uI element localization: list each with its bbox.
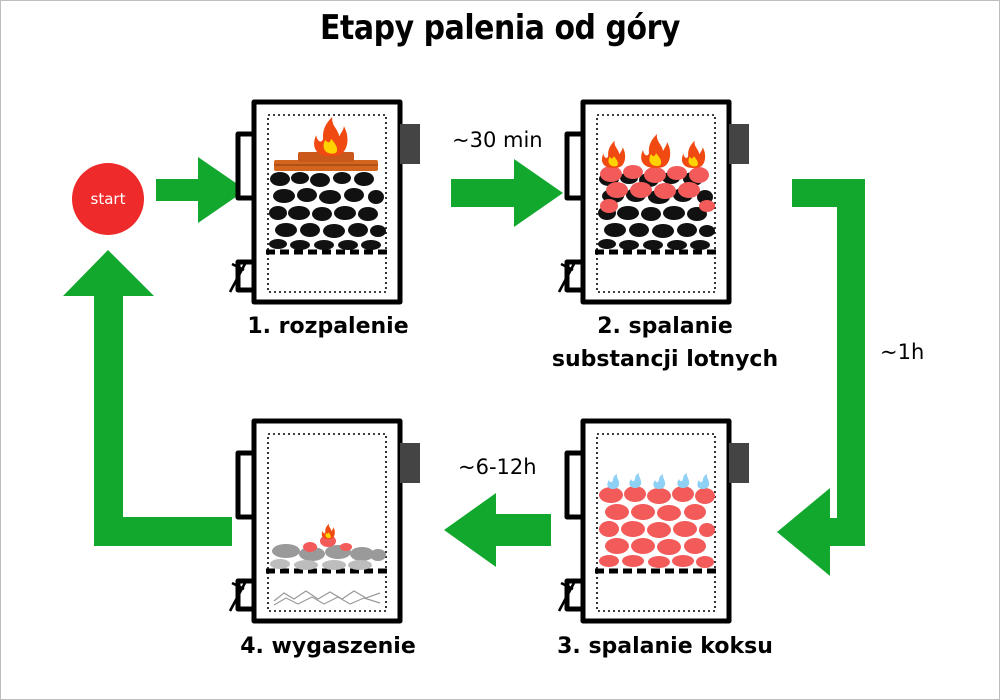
arrow-stage4-to-start [63, 250, 232, 546]
stove-stage-1 [230, 102, 420, 302]
stage-2-label-line1: 2. spalanie [597, 314, 733, 339]
duration-label: ~30 min [452, 128, 543, 152]
start-label: start [90, 190, 126, 208]
ash-layer [270, 544, 386, 570]
duration-label: ~6-12h [458, 455, 537, 479]
stage-2-label: 2. spalanie substancji lotnych [520, 310, 810, 376]
glowing-layer [600, 165, 715, 213]
arrow-stage3-to-stage4 [444, 493, 551, 567]
stove-stage-3 [559, 421, 749, 621]
glowing-coke [599, 486, 715, 568]
start-node: start [72, 163, 144, 235]
stage-3-label: 3. spalanie koksu [557, 634, 773, 659]
stage-2-label-line2: substancji lotnych [551, 347, 779, 372]
duration-label: ~1h [880, 340, 925, 364]
stove-stage-2 [559, 102, 749, 302]
stage-4-label: 4. wygaszenie [240, 634, 416, 659]
stage-1-label: 1. rozpalenie [247, 314, 409, 339]
arrow-start-to-stage1 [156, 157, 246, 223]
stove-stage-4 [230, 421, 420, 621]
ash-pan [273, 590, 381, 606]
diagram-title: Etapy palenia od góry [320, 8, 680, 48]
arrow-stage1-to-stage2 [451, 159, 563, 227]
arrow-stage2-to-stage3 [777, 179, 865, 576]
